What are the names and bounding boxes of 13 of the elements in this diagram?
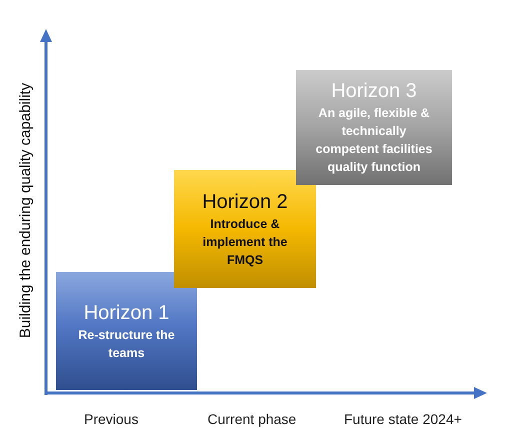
box-text: Re-structure the teams [77, 326, 176, 362]
axis-title: Building the enduring quality capability [16, 82, 34, 338]
box-heading: Horizon 3 [331, 79, 417, 103]
box-heading: Horizon 1 [84, 300, 170, 324]
box-text: Introduce & implement the FMQS [202, 216, 288, 268]
step-box [296, 70, 452, 185]
axis-category-label: Current phase [208, 411, 296, 427]
box-text: An agile, flexible & technically competent facilities quality function [314, 105, 434, 176]
box-heading: Horizon 2 [202, 190, 288, 214]
step-box [174, 170, 316, 288]
axis-category-label: Previous [84, 411, 138, 427]
step-box [56, 272, 197, 390]
axis-category-label: Future state 2024+ [344, 411, 462, 427]
